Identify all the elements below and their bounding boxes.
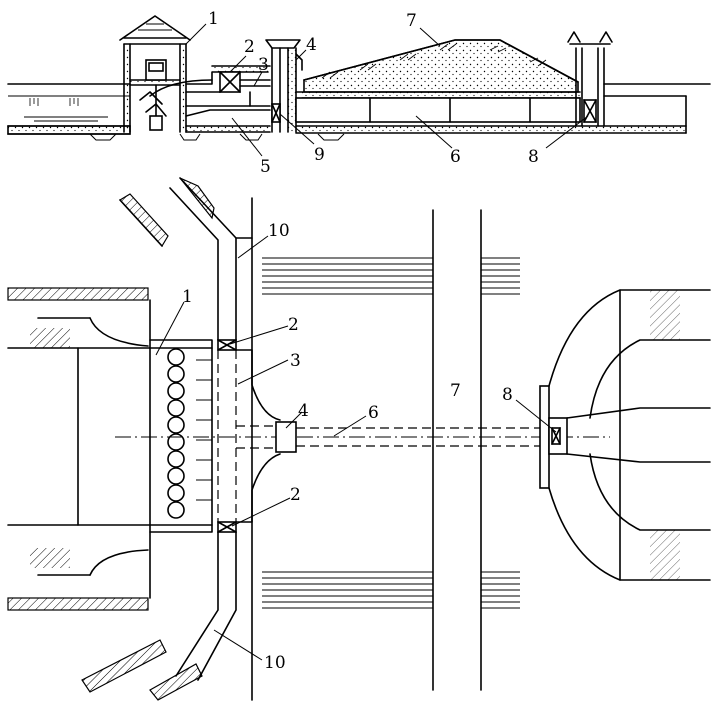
pump-units — [167, 348, 185, 519]
callout-8-plan: 8 — [502, 385, 513, 405]
pump-unit — [167, 416, 185, 434]
culvert-5 — [185, 109, 271, 133]
callout-10-plan-upper: 10 — [268, 221, 290, 241]
canal-channel — [89, 91, 687, 141]
callout-3-plan: 3 — [290, 351, 301, 371]
callout-1-upper: 1 — [208, 9, 219, 29]
pump-unit — [167, 382, 185, 400]
callout-4-plan: 4 — [298, 401, 309, 421]
water-lines-lower — [262, 571, 520, 609]
outlet-tower-plan — [275, 421, 297, 453]
gate-2-upper — [217, 339, 237, 351]
pump-unit — [167, 501, 185, 519]
pump-unit — [167, 399, 185, 417]
pump-unit — [167, 484, 185, 502]
callout-10-plan-lower: 10 — [264, 653, 286, 673]
pump-unit — [167, 433, 185, 451]
pump-station-plan — [7, 287, 213, 611]
left-water-surface — [7, 83, 131, 122]
outlet-tower — [265, 39, 303, 133]
callout-2-plan-upper: 2 — [288, 315, 299, 335]
callout-6-plan: 6 — [368, 403, 379, 423]
callout-2-plan-lower: 2 — [290, 485, 301, 505]
callout-2-upper: 2 — [244, 37, 255, 57]
pump-unit — [167, 467, 185, 485]
pump-unit — [167, 450, 185, 468]
callout-8-upper: 8 — [528, 147, 539, 167]
inlet-structure — [567, 31, 711, 134]
callout-3-upper: 3 — [258, 55, 269, 75]
gate-2-lower — [217, 521, 237, 533]
pump-house — [119, 15, 191, 133]
forebay-3 — [217, 349, 281, 523]
channel-6-plan — [296, 427, 548, 447]
channel-10-upper — [119, 177, 253, 341]
callout-1-plan: 1 — [182, 287, 193, 307]
callout-4-upper: 4 — [306, 35, 317, 55]
callout-5-upper: 5 — [260, 157, 271, 177]
discharge-conduit — [149, 65, 271, 107]
pump-unit — [167, 365, 185, 383]
pump-unit — [167, 348, 185, 366]
channel-10-lower — [81, 531, 237, 701]
embankment — [303, 39, 579, 93]
callout-7-upper: 7 — [406, 11, 417, 31]
profile-section — [7, 15, 711, 141]
channel-bed — [7, 125, 131, 135]
water-lines-upper — [262, 257, 520, 295]
inlet-structure-plan — [539, 289, 711, 581]
callout-9-upper: 9 — [314, 145, 325, 165]
callout-7-plan: 7 — [450, 381, 461, 401]
plan-callouts: 10 1 2 3 4 6 7 8 2 10 — [155, 221, 557, 673]
plan-view — [7, 177, 711, 701]
profile-callouts: 1 2 3 4 5 6 7 8 9 — [185, 9, 589, 177]
callout-6-upper: 6 — [450, 147, 461, 167]
